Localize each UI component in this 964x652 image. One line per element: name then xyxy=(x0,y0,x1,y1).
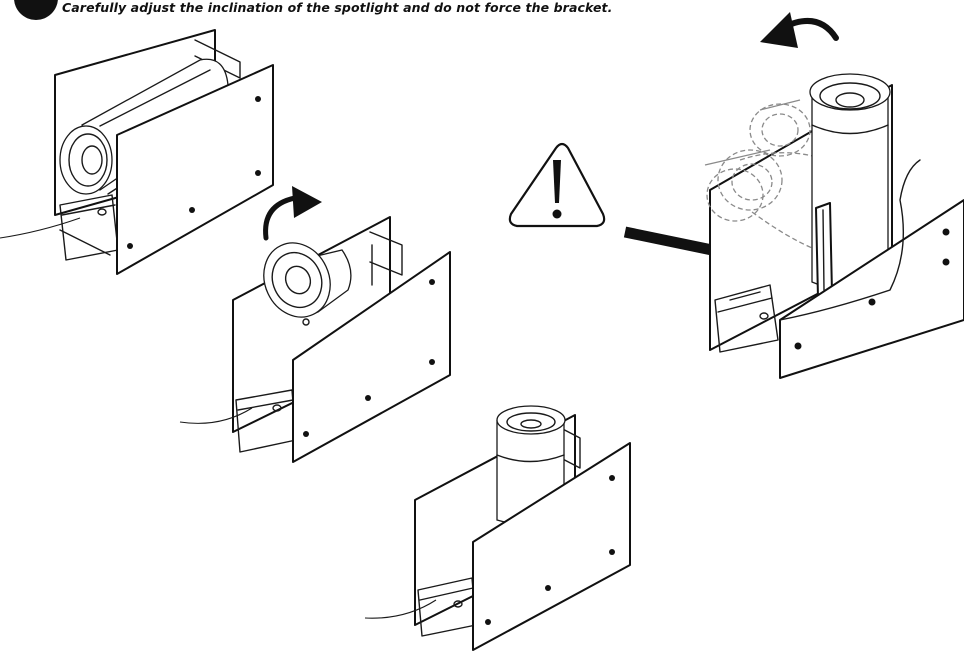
bracket-assembly-detail xyxy=(704,73,964,379)
spotlight-cylinder xyxy=(263,242,352,326)
rotate-arrow-icon xyxy=(263,186,322,241)
bracket-assembly-tilting xyxy=(179,216,451,463)
bracket-assembly-horizontal xyxy=(0,29,274,275)
power-cable xyxy=(364,599,437,619)
instruction-text: Carefully adjust the inclination of the … xyxy=(62,0,613,15)
power-cable xyxy=(179,407,253,424)
warning-triangle-icon xyxy=(508,142,606,228)
step-number-badge xyxy=(14,0,58,20)
bracket-assembly-vertical xyxy=(364,405,631,651)
power-cable xyxy=(0,217,81,239)
rotate-arrow-icon xyxy=(760,12,839,48)
